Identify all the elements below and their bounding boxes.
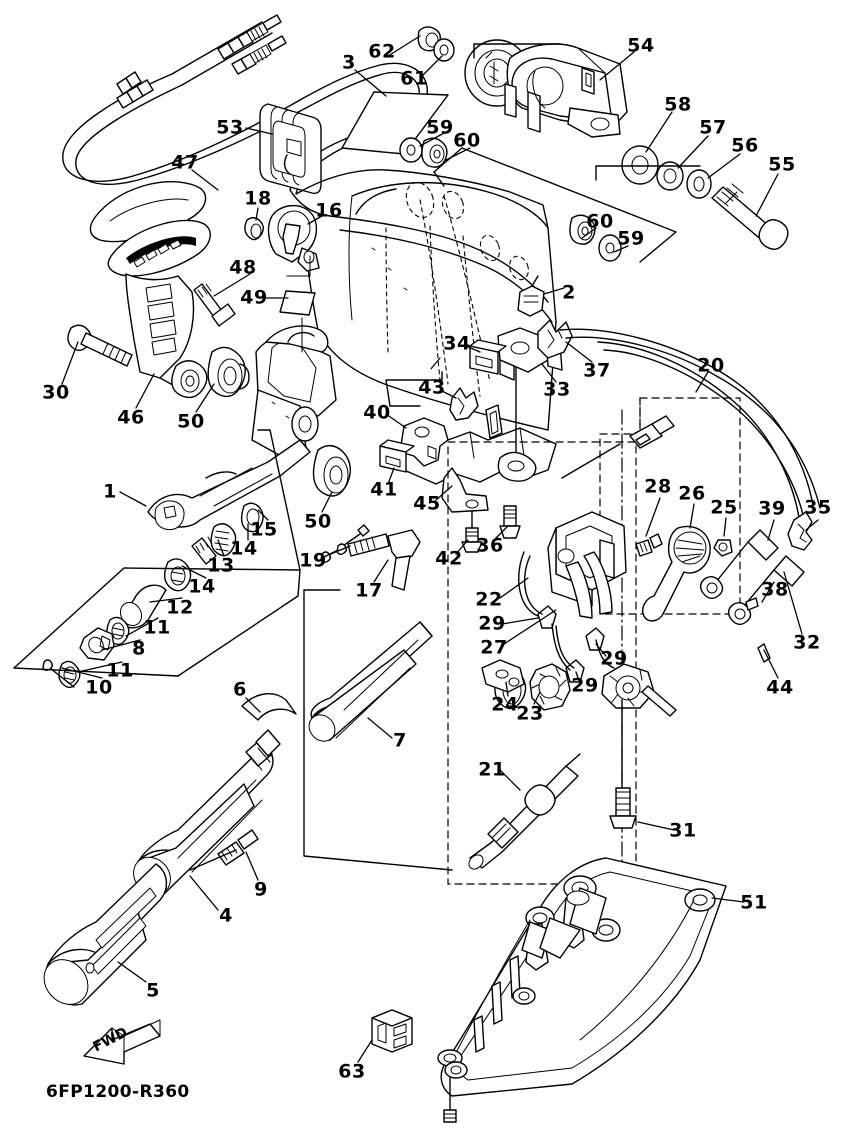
- callout-number-4: 4: [219, 904, 233, 927]
- callout-number-19: 19: [299, 549, 327, 572]
- callout-number-26: 26: [678, 482, 706, 505]
- callout-number-16: 16: [315, 199, 343, 222]
- callout-number-45: 45: [413, 492, 441, 515]
- callout-number-56: 56: [731, 134, 759, 157]
- callout-number-24: 24: [491, 693, 519, 716]
- callout-number-11: 11: [143, 616, 171, 639]
- callout-number-34: 34: [443, 332, 471, 355]
- callout-number-40: 40: [363, 401, 391, 424]
- callout-number-60: 60: [453, 129, 481, 152]
- callout-number-14: 14: [188, 575, 216, 598]
- callout-number-21: 21: [478, 758, 506, 781]
- hardware-58-57-56-55: [621, 145, 789, 250]
- callout-number-59: 59: [617, 227, 645, 250]
- hardware-62-61: [417, 26, 455, 62]
- callout-number-32: 32: [793, 631, 821, 654]
- part-50-bushing-lower: [312, 445, 352, 497]
- part-30-bolt: [67, 324, 133, 367]
- part-54-bracket: [464, 39, 628, 138]
- tiller-pivot-clamp: [251, 325, 337, 461]
- callout-number-29: 29: [478, 612, 506, 635]
- callout-number-25: 25: [710, 496, 738, 519]
- callout-number-38: 38: [761, 578, 789, 601]
- callout-number-15: 15: [250, 518, 278, 541]
- callout-number-6: 6: [233, 678, 247, 701]
- callout-number-20: 20: [697, 354, 725, 377]
- callout-number-3: 3: [342, 51, 356, 74]
- callout-number-9: 9: [254, 878, 268, 901]
- callout-number-37: 37: [583, 359, 611, 382]
- callout-number-61: 61: [400, 67, 428, 90]
- part-49-plate: [279, 290, 316, 353]
- callout-number-49: 49: [240, 286, 268, 309]
- callout-number-53: 53: [216, 116, 244, 139]
- callout-number-31: 31: [669, 819, 697, 842]
- callout-number-59: 59: [426, 116, 454, 139]
- part-17-handle: [320, 529, 421, 591]
- tiller-arm-rod-assembly: [42, 439, 311, 689]
- center-bracket-plate: [379, 319, 573, 553]
- callout-number-29: 29: [571, 674, 599, 697]
- tiller-handle-body: [289, 169, 557, 431]
- cable-group-20: [559, 328, 821, 663]
- throttle-control-unit: [429, 357, 733, 885]
- callout-number-55: 55: [768, 153, 796, 176]
- grouping-boxes: [13, 43, 701, 871]
- diagram-code-label: 6FP1200-R360: [46, 1082, 190, 1102]
- callout-number-8: 8: [132, 637, 146, 660]
- callout-number-36: 36: [476, 534, 504, 557]
- part-18-16: [244, 205, 320, 277]
- part-53-grommet: [259, 103, 322, 194]
- part-63-switch: [371, 1009, 457, 1123]
- callout-number-41: 41: [370, 478, 398, 501]
- callout-number-22: 22: [475, 588, 503, 611]
- part-47-46-48-grip: [89, 181, 236, 399]
- callout-number-48: 48: [229, 256, 257, 279]
- callout-number-63: 63: [338, 1060, 366, 1083]
- callout-number-47: 47: [171, 151, 199, 174]
- callout-number-39: 39: [758, 497, 786, 520]
- callout-number-10: 10: [85, 676, 113, 699]
- callout-number-44: 44: [766, 676, 794, 699]
- callout-number-62: 62: [368, 40, 396, 63]
- callout-number-11: 11: [106, 659, 134, 682]
- callout-number-30: 30: [42, 381, 70, 404]
- callout-number-7: 7: [393, 729, 407, 752]
- callout-number-12: 12: [166, 596, 194, 619]
- callout-number-60: 60: [586, 210, 614, 233]
- hardware-59-60-upper: [399, 137, 448, 168]
- callout-number-43: 43: [418, 376, 446, 399]
- callout-number-46: 46: [117, 406, 145, 429]
- callout-number-14: 14: [230, 537, 258, 560]
- callout-number-50: 50: [304, 510, 332, 533]
- cable-loop-assembly: [62, 14, 307, 185]
- callout-number-2: 2: [562, 281, 576, 304]
- part-50-bushing-upper: [207, 346, 250, 398]
- callout-number-42: 42: [435, 547, 463, 570]
- callout-number-54: 54: [627, 34, 655, 57]
- part-2-connector: [517, 275, 545, 317]
- callout-number-58: 58: [664, 93, 692, 116]
- callout-number-18: 18: [244, 187, 272, 210]
- callout-number-29: 29: [600, 647, 628, 670]
- callout-number-5: 5: [146, 979, 160, 1002]
- callout-number-23: 23: [516, 702, 544, 725]
- callout-number-33: 33: [543, 378, 571, 401]
- part-51-lower-housing: [437, 857, 727, 1097]
- callout-number-17: 17: [355, 579, 383, 602]
- callout-number-1: 1: [103, 480, 117, 503]
- callout-number-27: 27: [480, 636, 508, 659]
- callout-number-13: 13: [207, 554, 235, 577]
- hardware-60-59-lower: [569, 214, 622, 262]
- leader-lines: [61, 35, 819, 1063]
- lower-tube-assembly: [43, 621, 433, 1006]
- callout-number-51: 51: [740, 891, 768, 914]
- callout-number-57: 57: [699, 116, 727, 139]
- fwd-arrow: [83, 1019, 161, 1065]
- callout-number-50: 50: [177, 410, 205, 433]
- callout-number-28: 28: [644, 475, 672, 498]
- callout-number-35: 35: [804, 496, 832, 519]
